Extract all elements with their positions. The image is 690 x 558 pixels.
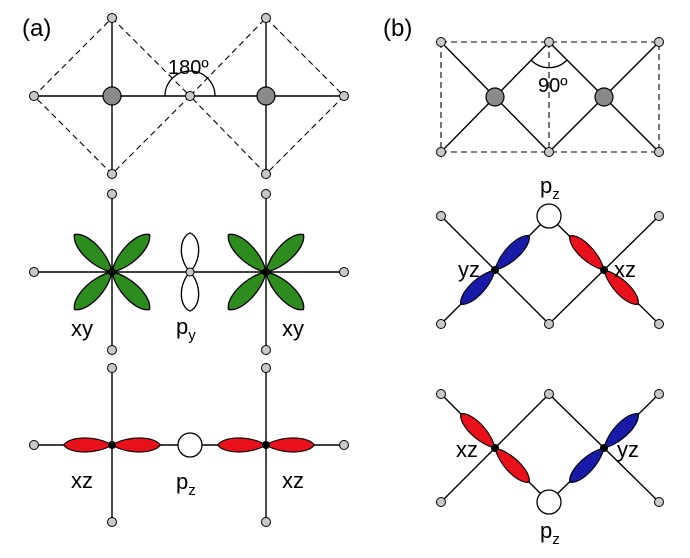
orbital-label-xz: xz	[456, 437, 478, 462]
bridging-ligand-atom	[185, 91, 195, 101]
ligand-atom	[107, 13, 117, 23]
ligand-atom	[107, 189, 117, 199]
orbital-label-xy-right: xy	[282, 316, 304, 341]
metal-atom-left	[485, 87, 505, 107]
ligand-atom	[436, 211, 446, 221]
metal-center	[108, 268, 116, 276]
ligand-atom	[107, 169, 117, 179]
ligand-atom	[654, 319, 664, 329]
ligand-atom	[339, 440, 349, 450]
orbital-label-py: py	[176, 314, 196, 344]
metal-center	[108, 441, 116, 449]
metal-center	[491, 444, 499, 452]
metal-center	[491, 266, 499, 274]
panel-b-geometry: 90º	[436, 37, 664, 157]
ligand-atom	[261, 189, 271, 199]
ligand-atom	[654, 211, 664, 221]
metal-center	[262, 441, 270, 449]
panel-b-label: (b)	[383, 15, 412, 42]
ligand-atom	[107, 517, 117, 527]
panel-a-label: (a)	[22, 15, 51, 42]
panel-a-geometry: 180º	[29, 13, 349, 179]
bridging-ligand-atom	[544, 319, 554, 329]
orbital-label-xz-right: xz	[282, 468, 304, 493]
ligand-atom	[261, 517, 271, 527]
orbital-label-yz: yz	[617, 437, 639, 462]
angle-label-180: 180º	[168, 57, 209, 79]
ligand-atom	[339, 91, 349, 101]
ligand-atom	[654, 37, 664, 47]
ligand-atom	[436, 497, 446, 507]
bridging-ligand-atom	[185, 267, 195, 277]
orbital-label-xz-left: xz	[71, 468, 93, 493]
ligand-atom	[436, 37, 446, 47]
ligand-atom	[29, 91, 39, 101]
bridging-ligand-atom	[544, 389, 554, 399]
pz-orbital	[536, 489, 562, 515]
ligand-atom	[436, 147, 446, 157]
panel-a-row-xy: xy py xy	[29, 189, 349, 355]
ligand-atom	[29, 440, 39, 450]
metal-atom-right	[594, 87, 614, 107]
ligand-atom	[436, 319, 446, 329]
panel-b-row-2: xz yz pz	[436, 389, 664, 548]
panel-b: (b) 90º	[383, 15, 664, 548]
pz-orbital	[536, 203, 562, 229]
ligand-atom	[654, 497, 664, 507]
angle-arc	[530, 59, 568, 69]
angle-arc	[164, 70, 216, 97]
panel-a-row-xz: xz pz xz	[29, 363, 349, 527]
ligand-atom	[654, 147, 664, 157]
metal-center	[600, 444, 608, 452]
ligand-atom	[107, 345, 117, 355]
angle-label-90: 90º	[538, 75, 568, 97]
metal-center	[262, 268, 270, 276]
pz-orbital	[177, 432, 203, 458]
ligand-atom	[261, 345, 271, 355]
ligand-atom	[261, 13, 271, 23]
ligand-atom	[261, 363, 271, 373]
bridging-ligand-atom	[544, 37, 554, 47]
orbital-label-yz: yz	[458, 257, 480, 282]
ligand-atom	[261, 169, 271, 179]
metal-center	[600, 266, 608, 274]
orbital-label-pz: pz	[176, 469, 196, 499]
metal-atom-right	[256, 86, 276, 106]
panel-b-row-1: pz yz xz	[436, 173, 664, 329]
ligand-atom	[654, 389, 664, 399]
ligand-atom	[29, 267, 39, 277]
edge-sharing-outline	[440, 41, 660, 153]
ligand-atom	[436, 389, 446, 399]
panel-a: (a) 180º	[22, 13, 349, 527]
orbital-label-xy-left: xy	[71, 316, 93, 341]
ligand-atom	[107, 363, 117, 373]
bridging-ligand-atom	[544, 147, 554, 157]
orbital-label-pz-bottom: pz	[540, 518, 560, 548]
orbital-label-pz-top: pz	[540, 173, 560, 203]
metal-atom-left	[102, 86, 122, 106]
ligand-atom	[339, 267, 349, 277]
orbital-label-xz: xz	[614, 257, 636, 282]
